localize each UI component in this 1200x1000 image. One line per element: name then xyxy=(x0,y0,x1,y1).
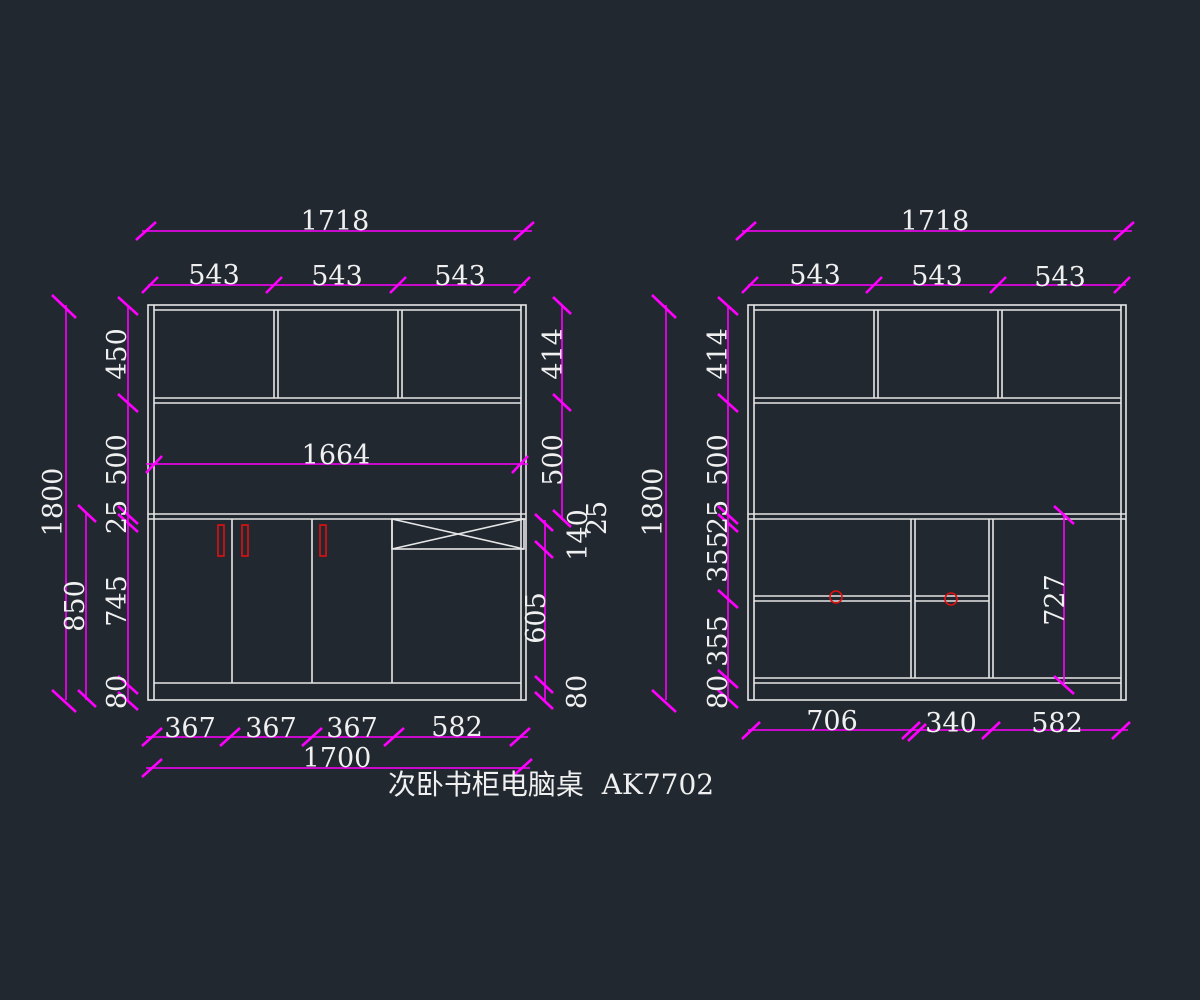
left-total-height-label: 1800 xyxy=(38,468,69,537)
right-height-label: 80 xyxy=(703,675,734,709)
left-door-handle xyxy=(319,524,327,557)
right-bottom-width-label: 340 xyxy=(925,708,977,739)
right-top-width-label: 543 xyxy=(911,261,963,292)
right-height-label: 414 xyxy=(703,328,734,380)
left-bottom-width-label: 582 xyxy=(431,712,483,743)
right-height-label: 355 xyxy=(703,531,734,583)
right-side-height-label: 500 xyxy=(538,434,569,486)
left-top-width-label: 543 xyxy=(188,260,240,291)
left-bottom-width-label: 367 xyxy=(326,713,378,744)
right-bottom-width-label: 582 xyxy=(1031,708,1083,739)
right-height-label: 355 xyxy=(703,615,734,667)
drawing-title: 次卧书柜电脑桌 AK7702 xyxy=(388,768,714,801)
left-top-width-label: 543 xyxy=(311,261,363,292)
right-bottom-width-label: 706 xyxy=(806,706,858,737)
left-overall-width-label: 1718 xyxy=(301,206,370,237)
right-side-height-label: 414 xyxy=(538,328,569,380)
left-drawer-cross xyxy=(391,518,525,550)
left-height-label: 450 xyxy=(102,328,133,380)
left-outer-frame xyxy=(147,304,527,701)
right-dimension-ticks xyxy=(651,221,1135,742)
left-bottom-width-label: 367 xyxy=(164,713,216,744)
left-dimension-ticks xyxy=(51,221,572,778)
left-height-label: 80 xyxy=(102,675,133,709)
left-door-handle xyxy=(217,524,225,557)
right-outer-frame xyxy=(747,304,1127,701)
right-height-label: 25 xyxy=(703,500,734,534)
right-knob xyxy=(829,590,843,604)
right-side-height-label: 25 xyxy=(582,501,613,535)
left-door-handle xyxy=(241,524,249,557)
right-top-width-label: 543 xyxy=(1034,262,1086,293)
right-inner-height-label: 727 xyxy=(1040,574,1071,626)
right-dimension-lines xyxy=(665,230,1132,731)
left-drawer xyxy=(391,518,525,550)
left-dimension-lines xyxy=(65,230,563,769)
left-height-label: 25 xyxy=(102,500,133,534)
right-side-height-label: 605 xyxy=(521,592,552,644)
left-height-label: 745 xyxy=(102,575,133,627)
right-overall-width-label: 1718 xyxy=(901,206,970,237)
right-side-height-label: 80 xyxy=(562,675,593,709)
left-base-width-label: 1700 xyxy=(303,743,372,774)
right-top-width-label: 543 xyxy=(789,260,841,291)
right-total-height-label: 1800 xyxy=(638,468,669,537)
right-cabinet-view: 1718 543 543 543 706 340 582 1800 414 50… xyxy=(638,206,1135,742)
left-cabinet-view: 1718 543 543 543 1664 367 367 367 582 17… xyxy=(38,206,613,778)
right-side-height-label: 140 xyxy=(563,509,594,561)
left-lower-height-label: 850 xyxy=(60,580,91,632)
right-knob xyxy=(944,592,958,606)
left-bottom-width-label: 367 xyxy=(245,713,297,744)
left-height-label: 500 xyxy=(102,434,133,486)
left-top-width-label: 543 xyxy=(434,261,486,292)
left-inner-width-label: 1664 xyxy=(302,440,371,471)
right-height-label: 500 xyxy=(703,434,734,486)
